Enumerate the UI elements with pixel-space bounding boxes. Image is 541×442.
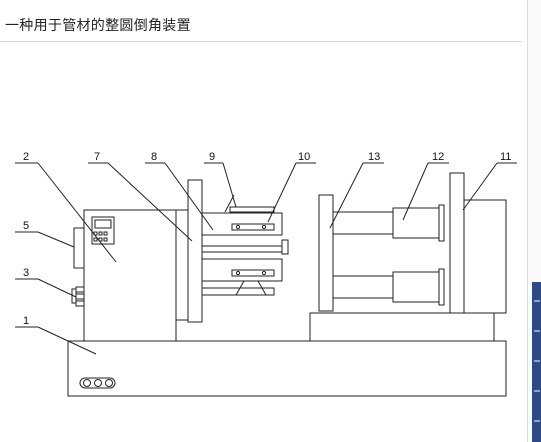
part-label-13: 13	[368, 151, 380, 163]
leader-lines	[15, 162, 517, 355]
part-label-2: 2	[23, 151, 29, 163]
mounting-plate	[187, 179, 203, 323]
control-panel	[91, 216, 115, 245]
motor-plate	[449, 172, 465, 314]
side-bar-fill	[532, 282, 541, 442]
part-label-11: 11	[500, 151, 511, 163]
base-bed	[67, 340, 507, 397]
base-buttons	[79, 377, 116, 389]
left-housing	[83, 209, 177, 342]
part-label-1: 1	[23, 315, 29, 327]
part-label-10: 10	[298, 151, 310, 163]
right-scroll-strip[interactable]	[527, 0, 541, 442]
lower-rail	[201, 287, 275, 296]
right-pedestal	[309, 312, 495, 342]
page-title: 一种用于管材的整圆倒角装置	[5, 17, 191, 33]
clamp-body	[201, 212, 283, 236]
part-label-7: 7	[94, 151, 100, 163]
part-label-5: 5	[23, 220, 29, 232]
rear-motor	[463, 199, 507, 314]
device-diagram: 2 5 3 1 7 8 9 10 13 12 11	[15, 151, 517, 397]
content-panel: 一种用于管材的整圆倒角装置	[0, 17, 522, 397]
piston-lower	[332, 275, 394, 299]
part-label-3: 3	[23, 267, 29, 279]
upper-rail	[229, 206, 275, 213]
part-label-9: 9	[209, 151, 215, 163]
right-plate	[318, 194, 334, 312]
part-label-12: 12	[432, 151, 444, 163]
part-label-8: 8	[151, 151, 157, 163]
piston-upper	[332, 211, 394, 235]
title-divider	[0, 41, 522, 42]
side-motor	[73, 227, 85, 269]
